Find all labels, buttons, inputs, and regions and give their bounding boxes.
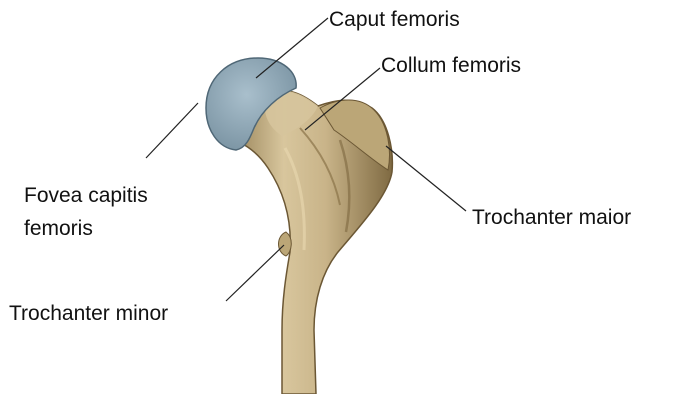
label-trochanter-maior: Trochanter maior	[472, 206, 631, 230]
leader-line-caput	[256, 18, 328, 78]
leader-line-fovea	[146, 103, 198, 158]
label-caput-femoris: Caput femoris	[329, 8, 460, 32]
leader-line-trochanter-minor	[226, 245, 284, 301]
label-trochanter-minor: Trochanter minor	[9, 302, 168, 326]
leader-line-trochanter-maior	[386, 146, 466, 211]
label-collum-femoris: Collum femoris	[381, 54, 521, 78]
label-fovea-capitis-femoris: Fovea capitis femoris	[24, 184, 148, 241]
label-fovea-line1: Fovea capitis	[24, 184, 148, 207]
label-fovea-line2: femoris	[24, 217, 148, 241]
